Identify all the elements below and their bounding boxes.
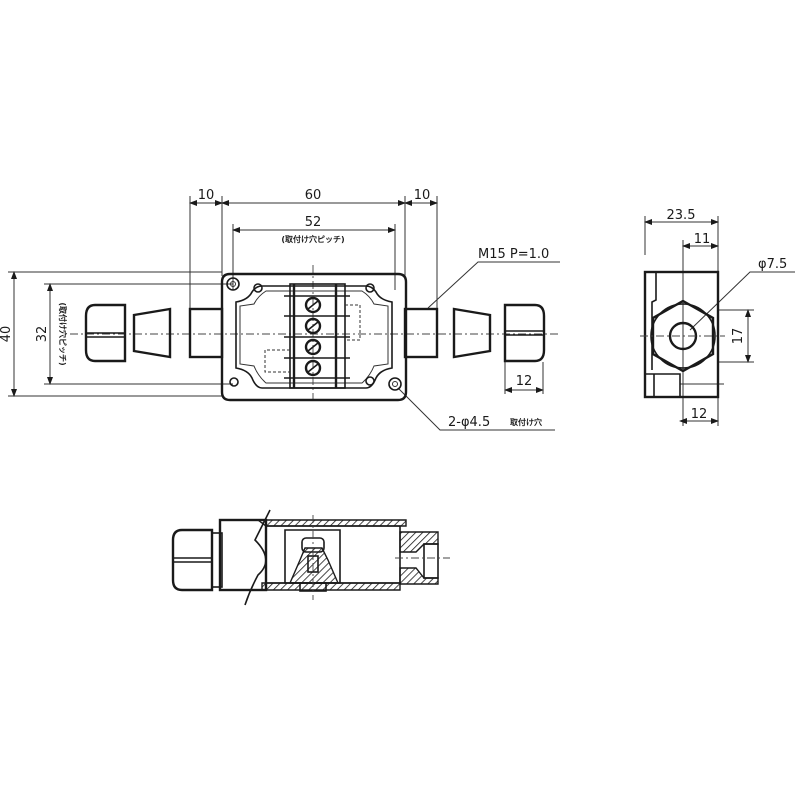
- thread-leader: [427, 261, 560, 309]
- dim-depth: 23.5: [667, 208, 696, 223]
- side-body: [640, 270, 725, 399]
- front-view: 10 60 10 52 (取付け穴ピッチ) 40 32 (取付け穴ピッチ) 12…: [0, 188, 560, 431]
- dimension-lines: [11, 200, 544, 397]
- bore-leader: [689, 271, 795, 331]
- extension-lines: [8, 196, 438, 397]
- left-nipple: [188, 307, 224, 359]
- dim-right-margin: 10: [414, 188, 431, 203]
- left-bushing: [132, 307, 172, 359]
- hole-pitch-note: (取付け穴ピッチ): [281, 234, 344, 244]
- dim-height: 40: [0, 326, 14, 343]
- hole-pitch-note-vertical: (取付け穴ピッチ): [58, 302, 68, 365]
- left-cap-nut: [84, 303, 127, 363]
- bore-label: φ7.5: [758, 257, 787, 272]
- side-view: 23.5 11 17 12 φ7.5: [640, 208, 795, 426]
- terminal-block: [264, 283, 361, 389]
- thread-label: M15 P=1.0: [478, 247, 549, 262]
- nut-width-dim: 12: [516, 374, 533, 389]
- dim-hole-pitch: 52: [305, 215, 322, 230]
- section-view: [171, 509, 450, 606]
- right-bushing: [452, 307, 492, 359]
- junction-box-body: [220, 272, 408, 402]
- terminal-screw-icon: [304, 296, 322, 377]
- dim-center-offset: 11: [694, 232, 711, 247]
- break-line: [244, 509, 271, 606]
- dim-width: 60: [305, 188, 322, 203]
- cap-nut-section: [171, 528, 223, 592]
- mount-hole-label: 2-φ4.5: [448, 415, 490, 430]
- dim-base: 12: [691, 407, 708, 422]
- dim-bore-height: 17: [731, 328, 746, 345]
- right-cap-nut: [503, 303, 546, 363]
- mount-hole-note: 取付け穴: [510, 417, 542, 427]
- right-nipple: [403, 307, 439, 359]
- dim-left-margin: 10: [198, 188, 215, 203]
- dim-hole-pitch-vertical: 32: [35, 326, 50, 343]
- mount-hole-leader: [397, 387, 555, 431]
